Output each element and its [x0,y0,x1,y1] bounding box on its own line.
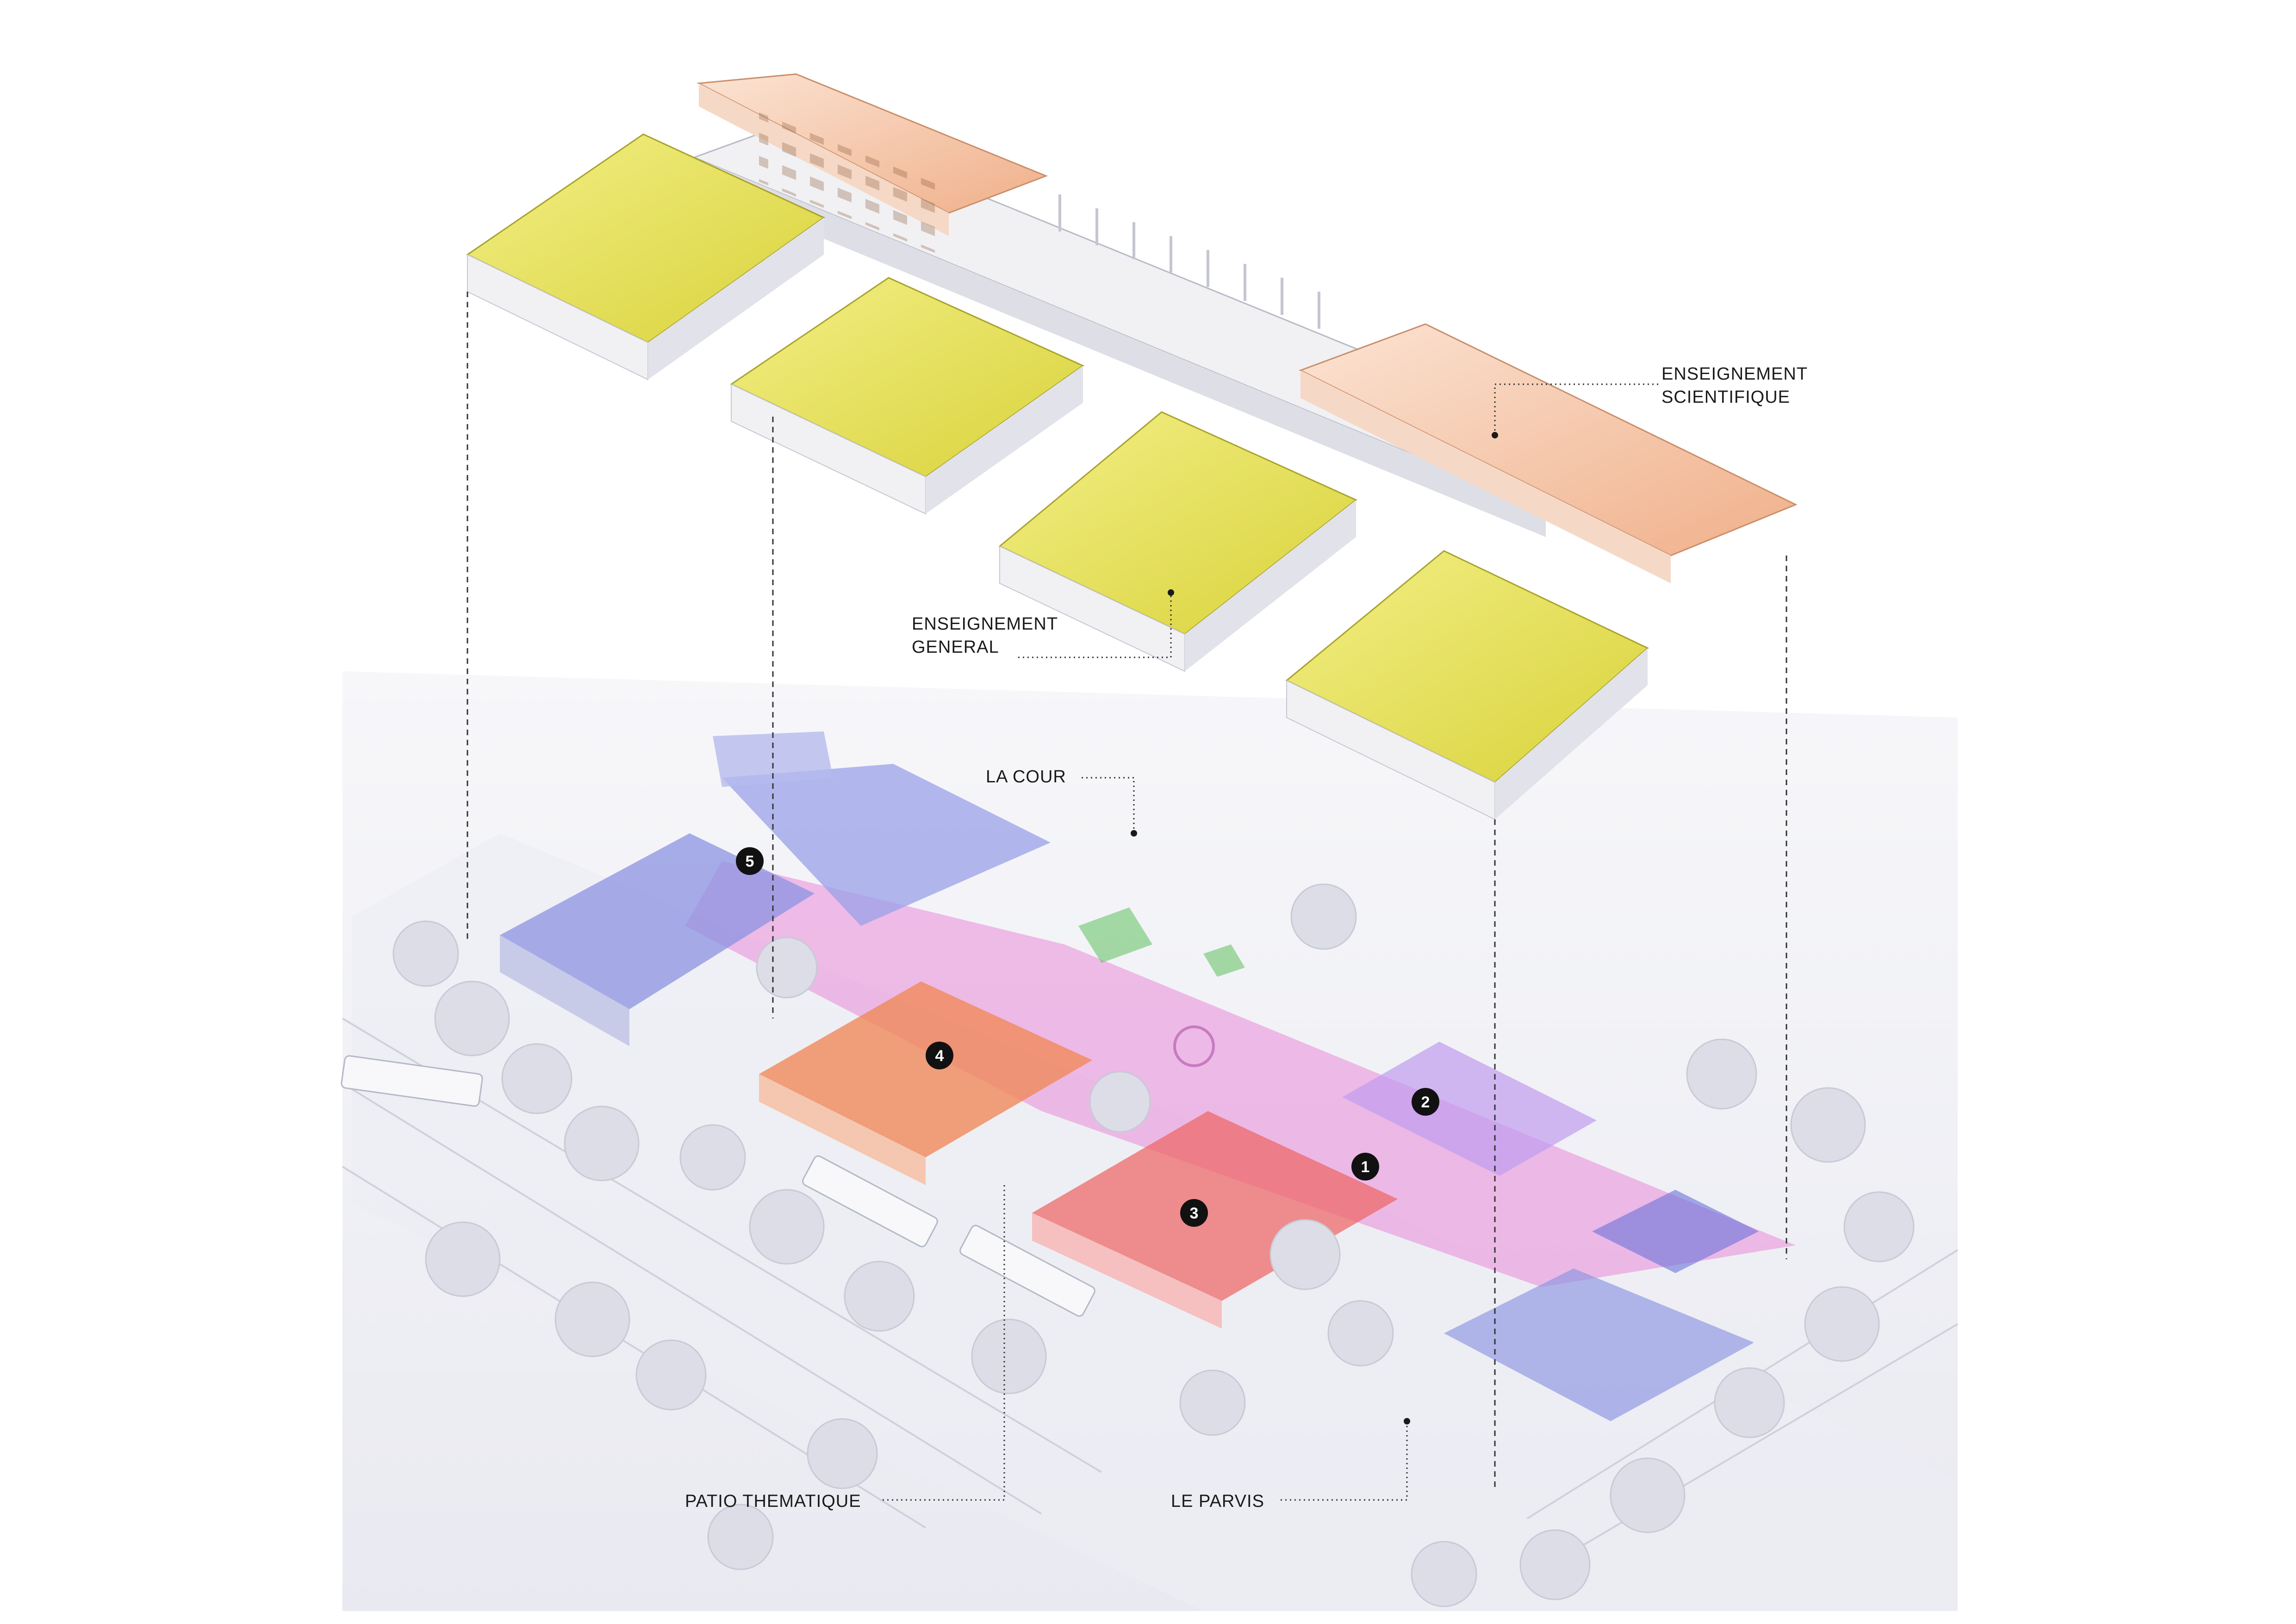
upper-floor [466,73,1798,820]
bus [802,1155,938,1248]
marker-2-label: 2 [1421,1093,1430,1111]
classroom-block-4 [1285,550,1649,820]
admin-block-west [500,833,815,1009]
circulation-spine [685,861,1796,1287]
hall-block-4 [759,981,1092,1157]
marker-4: 4 [926,1042,953,1069]
marker-3-label: 3 [1190,1205,1199,1222]
lab-block-3 [1032,1111,1398,1301]
label-enseignement-scientifique-line1: ENSEIGNEMENT [1661,364,1808,384]
classroom-block-1 [466,133,825,381]
classroom-block-3 [998,411,1357,672]
marker-5: 5 [736,847,764,875]
label-patio-thematique: PATIO THEMATIQUE [685,1492,861,1511]
label-enseignement-scientifique-line2: SCIENTIFIQUE [1661,387,1790,407]
leader-lines [879,383,1661,1501]
label-enseignement-general-line1: ENSEIGNEMENT [912,614,1058,634]
classroom-block-2 [729,277,1085,515]
green-structure [1078,907,1152,963]
trees [392,883,1915,1607]
ground-floor [341,731,1796,1421]
projection-lines [467,292,1787,1491]
admin-block-east [1444,1268,1754,1421]
admin-block-north [722,764,1051,926]
label-enseignement-general-line2: GENERAL [912,637,999,657]
bus [959,1224,1095,1317]
marker-3: 3 [1180,1199,1208,1227]
label-la-cour: LA COUR [986,767,1066,787]
label-le-parvis: LE PARVIS [1171,1492,1264,1511]
marker-1-label: 1 [1361,1158,1370,1176]
labels: ENSEIGNEMENT SCIENTIFIQUE ENSEIGNEMENT G… [685,364,1808,1511]
colonnade [1058,194,1320,329]
marker-5-label: 5 [746,853,754,870]
library-block-2 [1342,1042,1597,1176]
marker-1: 1 [1351,1153,1379,1181]
marker-2: 2 [1412,1088,1439,1116]
bus [341,1055,483,1107]
rotunda [1173,1025,1215,1067]
marker-4-label: 4 [935,1047,944,1065]
